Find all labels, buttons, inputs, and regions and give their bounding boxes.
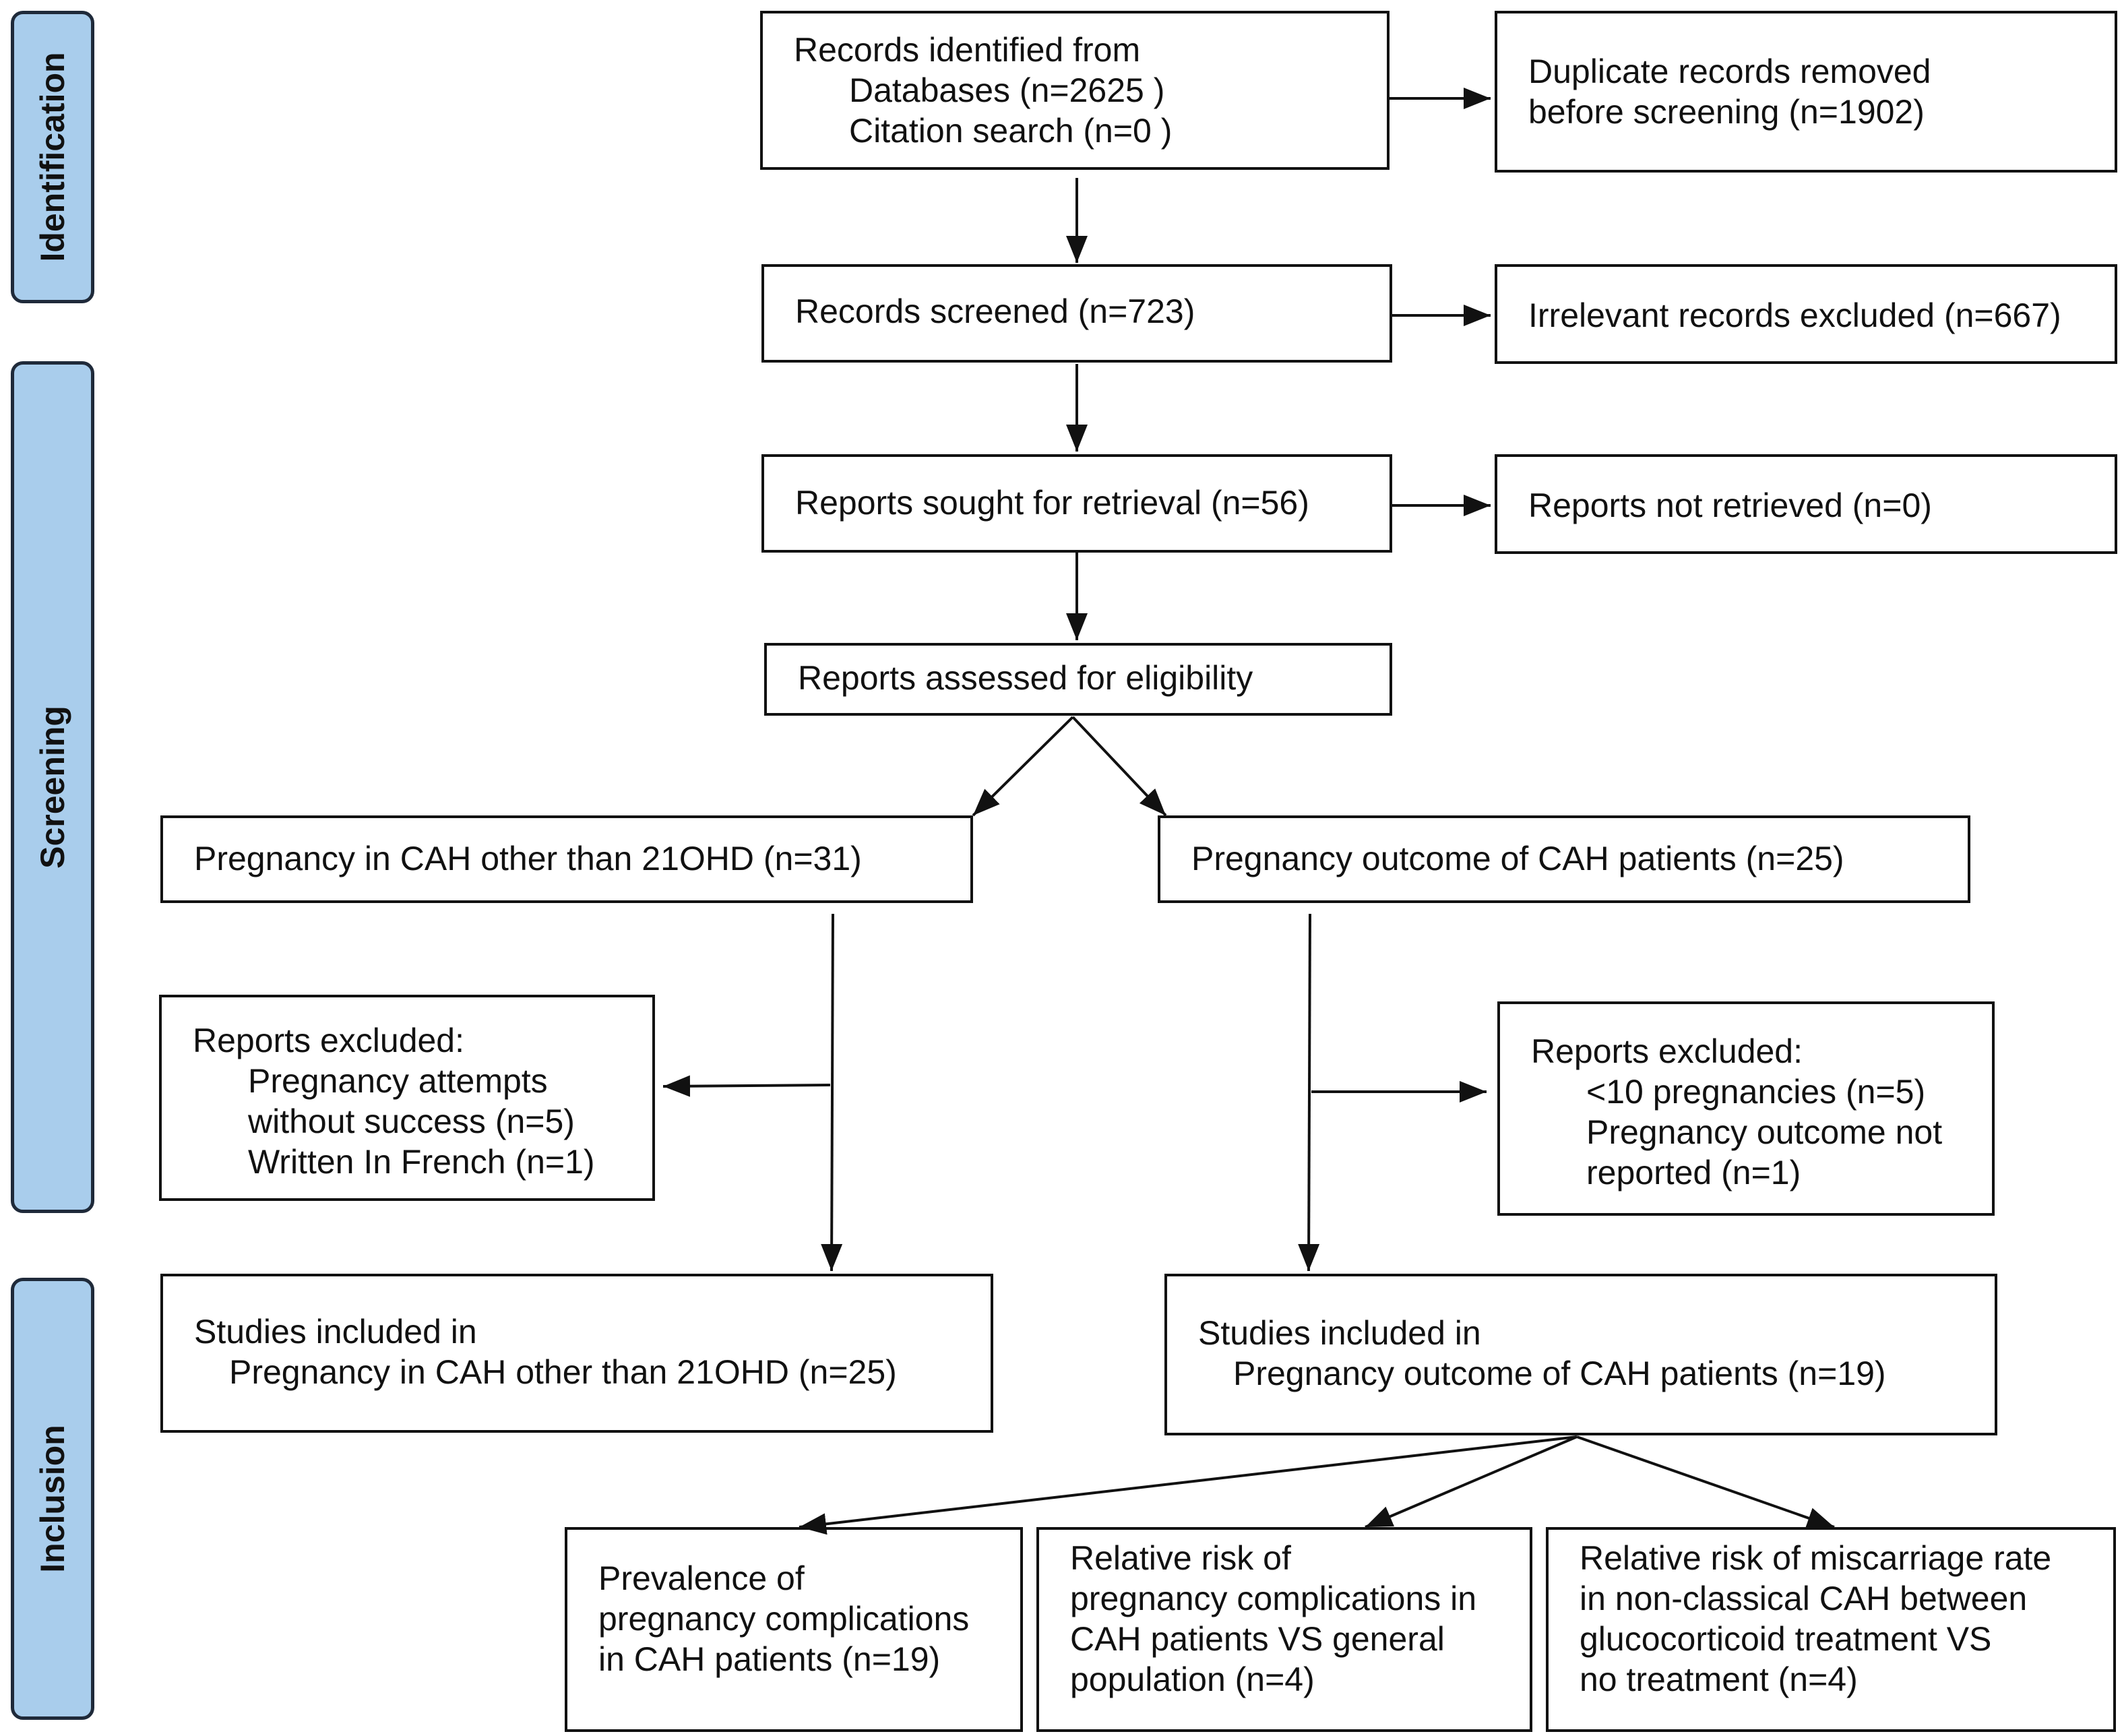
relative-risk-general-box: Relative risk of pregnancy complications… [1036,1527,1532,1732]
arrow-other-cah-to-excluded [662,1075,831,1097]
arrow-assessed-to-outcome-cah [1071,716,1167,817]
irrelevant-excluded-box: Irrelevant records excluded (n=667) [1495,264,2117,364]
relative-risk-general-line2: pregnancy complications in [1070,1580,1477,1617]
excluded-right-line2: Pregnancy outcome not [1586,1113,1943,1151]
outcome-cah-box: Pregnancy outcome of CAH patients (n=25) [1158,815,1970,903]
phase-identification: Identification [11,11,94,303]
duplicates-removed-box: Duplicate records removed before screeni… [1495,11,2117,173]
relative-risk-miscarriage-line2: in non-classical CAH between [1580,1580,2028,1617]
prevalence-line3: in CAH patients (n=19) [598,1640,941,1678]
prevalence-box: Prevalence of pregnancy complications in… [565,1527,1023,1732]
relative-risk-miscarriage-line1: Relative risk of miscarriage rate [1580,1539,2052,1577]
duplicates-removed-line2: before screening (n=1902) [1528,93,1925,131]
relative-risk-general-line4: population (n=4) [1070,1661,1315,1698]
excluded-left-box: Reports excluded: Pregnancy attempts wit… [159,995,655,1201]
phase-inclusion: Inclusion [11,1278,94,1720]
relative-risk-miscarriage-line3: glucocorticoid treatment VS [1580,1620,1992,1658]
reports-not-retrieved-text: Reports not retrieved (n=0) [1528,487,1932,524]
excluded-right-line3: reported (n=1) [1586,1154,1801,1191]
excluded-right-title: Reports excluded: [1531,1032,1803,1070]
irrelevant-excluded-text: Irrelevant records excluded (n=667) [1528,297,2061,334]
arrow-included-to-relative-general [1365,1435,1578,1528]
records-screened-text: Records screened (n=723) [795,292,1195,330]
other-cah-box: Pregnancy in CAH other than 21OHD (n=31) [160,815,973,903]
relative-risk-general-line3: CAH patients VS general [1070,1620,1445,1658]
included-right-line2: Pregnancy outcome of CAH patients (n=19) [1233,1355,1886,1392]
other-cah-text: Pregnancy in CAH other than 21OHD (n=31) [194,840,862,877]
records-identified-title: Records identified from [794,31,1141,69]
arrow-outcome-cah-to-included [1298,913,1320,1272]
arrow-included-to-relative-miscarriage [1576,1435,1835,1528]
reports-assessed-box: Reports assessed for eligibility [764,643,1392,716]
arrow-included-to-prevalence [799,1435,1578,1535]
records-identified-databases: Databases (n=2625 ) [849,71,1165,109]
duplicates-removed-line1: Duplicate records removed [1528,53,1931,90]
prevalence-line1: Prevalence of [598,1559,805,1597]
records-identified-citation: Citation search (n=0 ) [849,112,1173,150]
records-identified-box: Records identified from Databases (n=262… [760,11,1390,170]
reports-sought-box: Reports sought for retrieval (n=56) [761,454,1392,553]
reports-sought-text: Reports sought for retrieval (n=56) [795,484,1309,522]
relative-risk-general-line1: Relative risk of [1070,1539,1291,1577]
excluded-right-box: Reports excluded: <10 pregnancies (n=5) … [1497,1001,1995,1216]
included-right-box: Studies included in Pregnancy outcome of… [1164,1274,1997,1435]
relative-risk-miscarriage-box: Relative risk of miscarriage rate in non… [1546,1527,2116,1732]
included-left-box: Studies included in Pregnancy in CAH oth… [160,1274,993,1433]
included-right-line1: Studies included in [1198,1314,1481,1352]
excluded-right-line1: <10 pregnancies (n=5) [1586,1073,1926,1111]
excluded-left-line2: without success (n=5) [248,1103,575,1140]
arrow-assessed-to-other-cah [972,716,1074,817]
included-left-line2: Pregnancy in CAH other than 21OHD (n=25) [229,1353,897,1391]
relative-risk-miscarriage-line4: no treatment (n=4) [1580,1661,1858,1698]
prevalence-line2: pregnancy complications [598,1600,970,1638]
excluded-left-title: Reports excluded: [193,1022,465,1059]
phase-screening: Screening [11,361,94,1213]
outcome-cah-text: Pregnancy outcome of CAH patients (n=25) [1191,840,1844,877]
records-screened-box: Records screened (n=723) [761,264,1392,363]
arrow-other-cah-to-included [821,913,843,1272]
reports-assessed-text: Reports assessed for eligibility [798,659,1253,697]
excluded-left-line1: Pregnancy attempts [248,1062,548,1100]
reports-not-retrieved-box: Reports not retrieved (n=0) [1495,454,2117,554]
included-left-line1: Studies included in [194,1313,477,1351]
excluded-left-line3: Written In French (n=1) [248,1143,595,1181]
